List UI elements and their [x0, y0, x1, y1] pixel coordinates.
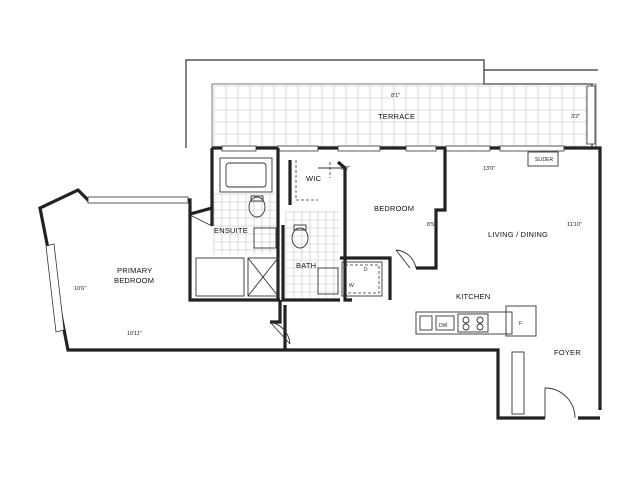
- label-bath: BATH: [296, 261, 316, 270]
- dishwasher: [435, 315, 455, 331]
- label-primary-bedroom-1: PRIMARY: [117, 266, 152, 275]
- dimension-labels: 8'1" 3'2" 6'2" 13'0" 8'5" 11'10" 10'6" 1…: [74, 93, 582, 337]
- ensuite-fixtures: [195, 157, 279, 297]
- label-bedroom: BEDROOM: [374, 204, 414, 213]
- slider-door: [527, 151, 559, 167]
- bathtub: [219, 157, 273, 193]
- laundry-closet: [341, 261, 383, 297]
- label-kitchen: KITCHEN: [456, 292, 490, 301]
- foyer-closet: [511, 351, 525, 415]
- label-terrace: TERRACE: [378, 112, 415, 121]
- label-dw: DW: [439, 323, 448, 329]
- label-dryer: D: [364, 267, 368, 273]
- wic-shelving: [295, 160, 331, 201]
- label-foyer: FOYER: [554, 348, 581, 357]
- closet-ensuite: [195, 257, 245, 297]
- doors: [189, 167, 576, 419]
- dim-wic: 6'2": [341, 166, 350, 172]
- kitchen-counter: [415, 311, 513, 335]
- label-ensuite: ENSUITE: [214, 226, 248, 235]
- room-labels: TERRACE WIC BEDROOM LIVING / DINING ENSU…: [114, 112, 581, 357]
- terrace-railing: [586, 85, 596, 145]
- vanity-ensuite: [253, 227, 277, 249]
- bath-fixtures: [285, 211, 383, 298]
- dim-terrace-depth: 3'2": [571, 114, 580, 120]
- shower-ensuite: [247, 257, 279, 297]
- dim-living-depth: 11'10": [567, 222, 582, 228]
- dim-bedroom-depth: 8'5": [427, 222, 436, 228]
- dim-primary-width: 10'11": [127, 331, 142, 337]
- kitchen-fixtures: [415, 305, 537, 415]
- label-fridge: F: [519, 321, 522, 327]
- toilet-ensuite: [248, 196, 266, 218]
- interior-walls: [188, 148, 447, 350]
- label-washer: W: [349, 283, 354, 289]
- label-living-dining: LIVING / DINING: [488, 230, 548, 239]
- dim-terrace-width: 8'1": [391, 93, 400, 99]
- vanity-bath: [317, 267, 339, 295]
- label-slider: SLIDER: [535, 157, 553, 163]
- toilet-bath: [291, 227, 309, 249]
- cooktop: [457, 313, 489, 333]
- label-primary-bedroom-2: BEDROOM: [114, 276, 154, 285]
- fixture-labels: SLIDER DW F D W: [349, 157, 553, 329]
- fridge: [505, 305, 537, 337]
- label-wic: WIC: [306, 174, 322, 183]
- kitchen-sink: [419, 315, 433, 331]
- terrace-tiles: [213, 85, 587, 147]
- terrace-area: [185, 59, 598, 149]
- dim-primary-depth: 10'6": [74, 286, 86, 292]
- window-west: [45, 196, 189, 333]
- dim-living-width: 13'0": [483, 166, 495, 172]
